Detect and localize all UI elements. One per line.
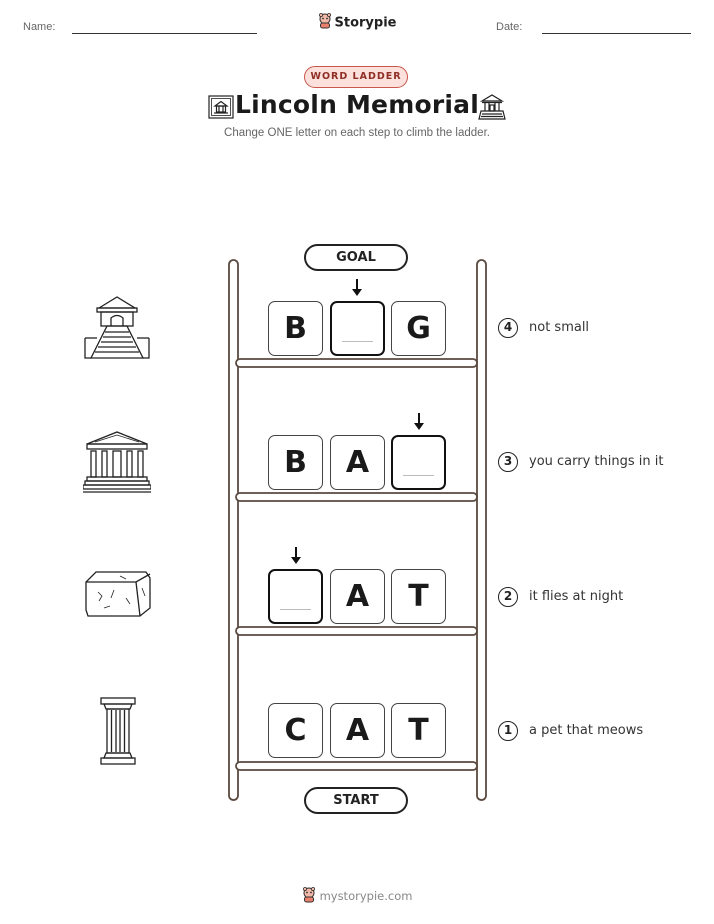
- storypie-logo-icon: [318, 12, 332, 33]
- letter-tile: B: [268, 301, 323, 356]
- date-label: Date:: [496, 21, 523, 33]
- letter-tile: A: [330, 569, 385, 624]
- letter-tile: A: [330, 435, 385, 490]
- step-number: 1: [498, 721, 518, 741]
- blank-letter-tile[interactable]: [330, 301, 385, 356]
- letter-tile: B: [268, 435, 323, 490]
- step-number: 4: [498, 318, 518, 338]
- blank-letter-tile[interactable]: [391, 435, 446, 490]
- step-number: 3: [498, 452, 518, 472]
- arrow-down-icon: [412, 413, 426, 435]
- step-number: 2: [498, 587, 518, 607]
- ladder-frame: [228, 259, 487, 801]
- date-line[interactable]: [542, 33, 691, 34]
- clue-text: it flies at night: [529, 589, 624, 604]
- clue-text: not small: [529, 320, 590, 335]
- marble-block-icon: [84, 568, 152, 622]
- goal-label: GOAL: [304, 244, 408, 271]
- temple-facade-icon: [82, 430, 152, 500]
- arrow-down-icon: [350, 279, 364, 301]
- memorial-building-icon: [477, 92, 507, 126]
- footer: mystorypie.com: [0, 886, 714, 906]
- brand-name: Storypie: [334, 15, 397, 31]
- word-ladder-badge: WORD LADDER: [304, 66, 408, 88]
- page-title: Lincoln Memorial: [235, 90, 479, 119]
- memorial-steps-icon: [83, 294, 151, 366]
- arrow-down-icon: [289, 547, 303, 569]
- letter-tile: T: [391, 703, 446, 758]
- name-line[interactable]: [72, 33, 257, 34]
- instructions: Change ONE letter on each step to climb …: [224, 127, 490, 139]
- footer-url[interactable]: mystorypie.com: [319, 889, 413, 903]
- brand: Storypie: [0, 12, 714, 33]
- name-label: Name:: [23, 21, 56, 33]
- storypie-logo-icon: [302, 886, 316, 906]
- start-label: START: [304, 787, 408, 814]
- memorial-map-icon: [207, 93, 235, 125]
- clue-text: a pet that meows: [529, 723, 644, 738]
- blank-letter-tile[interactable]: [268, 569, 323, 624]
- letter-tile: C: [268, 703, 323, 758]
- letter-tile: A: [330, 703, 385, 758]
- clue-text: you carry things in it: [529, 454, 664, 469]
- letter-tile: G: [391, 301, 446, 356]
- column-icon: [99, 696, 137, 770]
- letter-tile: T: [391, 569, 446, 624]
